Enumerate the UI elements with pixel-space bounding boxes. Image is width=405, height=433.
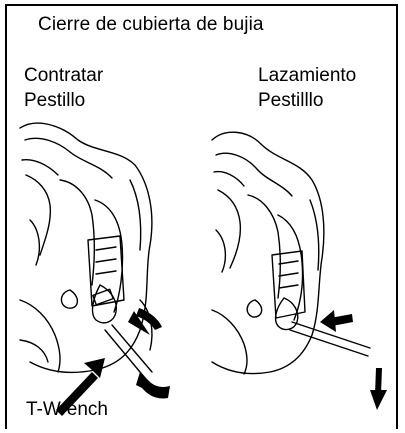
t-wrench-label: T-Wrench bbox=[26, 399, 109, 420]
release-label-line-1: Lazamiento bbox=[258, 65, 357, 86]
left-spark-plug-cover-drawing bbox=[19, 122, 153, 379]
figure-title: Cierre de cubierta de bujia bbox=[38, 14, 264, 35]
right-spark-plug-cover-drawing bbox=[211, 131, 371, 375]
latch-label-line-1: Contratar bbox=[24, 65, 104, 86]
left-arrows bbox=[56, 308, 170, 416]
right-arrows bbox=[320, 310, 387, 410]
figure-frame bbox=[5, 4, 398, 429]
latch-label: Contratar Pestillo bbox=[24, 63, 103, 113]
release-label: Lazamiento Pestilllo bbox=[258, 63, 356, 113]
latch-label-line-2: Pestillo bbox=[24, 90, 86, 111]
release-label-line-2: Pestilllo bbox=[258, 90, 324, 111]
